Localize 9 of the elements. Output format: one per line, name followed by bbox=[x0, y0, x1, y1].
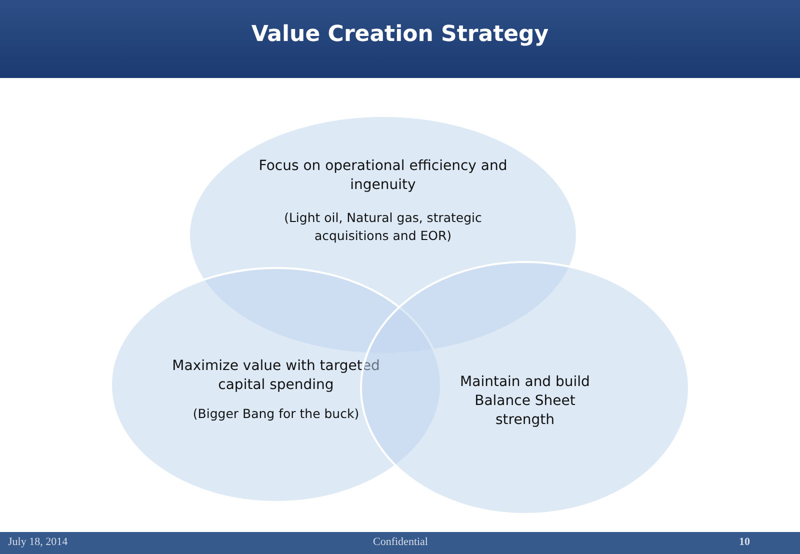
detail-text: (Bigger Bang for the buck) bbox=[192, 405, 360, 423]
page-number: 10 bbox=[739, 536, 750, 548]
confidentiality-note: Confidential bbox=[373, 536, 428, 548]
heading-text: Maintain and build Balance Sheet strength bbox=[459, 373, 591, 430]
date-text: July 18, 2014 bbox=[8, 536, 68, 548]
detail-text: (Light oil, Natural gas, strategic acquisitions and EOR) bbox=[283, 209, 483, 245]
heading-text: Focus on operational efficiency and ingenuity bbox=[258, 157, 508, 195]
slide-title: Value Creation Strategy bbox=[251, 22, 549, 47]
heading-text: Maximize value with targeted capital spending bbox=[171, 357, 381, 395]
